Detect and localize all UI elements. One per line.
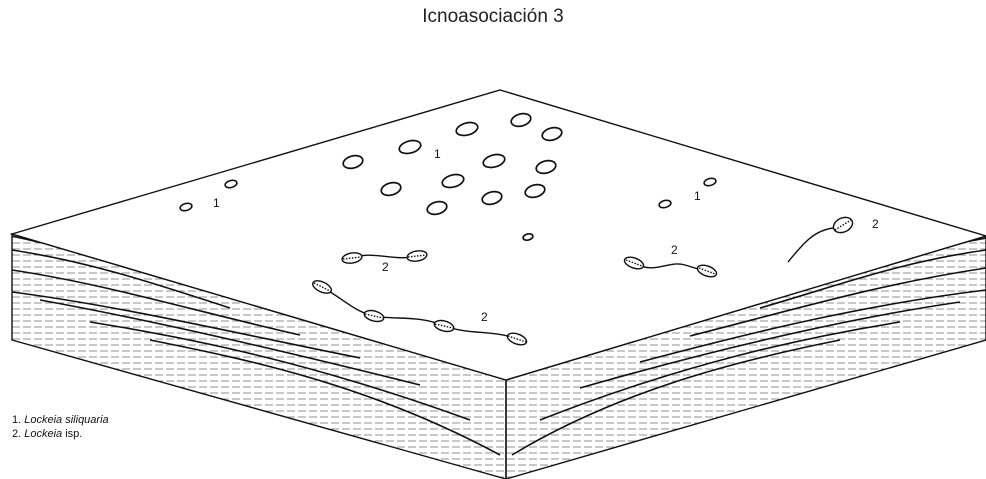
legend-suffix: isp. (62, 428, 83, 440)
legend-item-2: 2. Lockeia isp. (12, 427, 109, 441)
legend-number: 2. (12, 428, 22, 440)
trace-label-1-left: 1 (213, 196, 220, 210)
isp-single-far-right (787, 216, 854, 263)
figure-title: Icnoasociación 3 (422, 6, 564, 27)
trace-label-2-right: 2 (671, 243, 678, 257)
trace-label-1-right: 1 (694, 189, 701, 203)
siliquaria-cluster (342, 112, 563, 242)
legend-genus: Lockeia (24, 428, 63, 440)
legend-genus: Lockeia (24, 414, 63, 426)
siliquaria-left-pair (179, 179, 238, 212)
isp-chain-short (341, 250, 428, 264)
siliquaria-right-pair (658, 177, 717, 209)
trace-label-2-short: 2 (382, 260, 389, 274)
trace-label-2-far-right: 2 (872, 217, 879, 231)
isp-chain-long (311, 280, 528, 346)
trace-label-2-long: 2 (481, 310, 488, 324)
trace-label-1-cluster: 1 (434, 147, 441, 161)
legend-number: 1. (12, 414, 22, 426)
legend: 1. Lockeia siliquaria 2. Lockeia isp. (12, 413, 109, 441)
isp-chain-right (623, 256, 718, 278)
legend-item-1: 1. Lockeia siliquaria (12, 413, 109, 427)
legend-species: siliquaria (65, 414, 109, 426)
top-surface (9, 89, 986, 381)
